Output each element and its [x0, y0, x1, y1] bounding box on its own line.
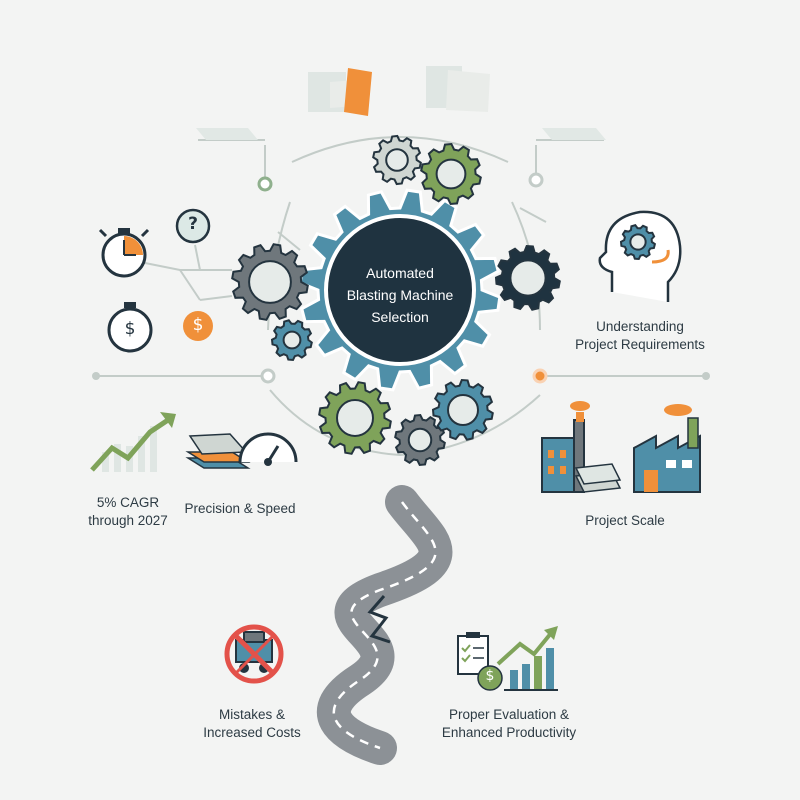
head-gear-icon — [598, 210, 682, 302]
label-project-requirements: Understanding Project Requirements — [575, 319, 705, 352]
gear-icon — [270, 319, 313, 362]
gear-icon — [231, 243, 309, 321]
label-mistakes: Mistakes & Increased Costs — [203, 707, 301, 740]
gauge-icon — [238, 432, 298, 466]
gear-icon — [394, 413, 446, 467]
checklist-icon — [457, 632, 503, 691]
steel-plate-icon — [185, 433, 251, 469]
gear-icon — [318, 381, 392, 455]
label-proper-evaluation: Proper Evaluation & Enhanced Productivit… — [441, 707, 577, 740]
question-mark: ? — [188, 214, 198, 234]
dollar-sign-green: $ — [485, 668, 495, 684]
gear-icon — [420, 142, 482, 206]
label-cagr: 5% CAGR through 2027 — [88, 495, 168, 528]
dollar-icon — [107, 302, 153, 353]
top-decoration — [308, 66, 490, 116]
winding-road-icon — [317, 485, 453, 765]
dollar-coin-icon — [183, 311, 213, 341]
center-hub — [324, 214, 476, 366]
stopwatch-icon — [98, 228, 150, 278]
gear-icon — [372, 134, 422, 186]
label-precision-speed: Precision & Speed — [184, 501, 296, 516]
growth-chart-icon — [90, 412, 176, 472]
question-icon — [175, 208, 211, 244]
dollar-sign: $ — [124, 319, 136, 339]
node-dots — [92, 172, 710, 384]
gear-icon — [431, 378, 494, 441]
productivity-chart-icon — [496, 626, 558, 691]
label-project-scale: Project Scale — [585, 513, 665, 528]
gear-icon — [494, 244, 561, 311]
factory-icon — [541, 401, 622, 493]
center-title: Automated Blasting Machine Selection — [346, 265, 454, 325]
decor-boxes — [196, 128, 606, 140]
factory-icon-large — [633, 404, 701, 493]
dollar-sign-orange: $ — [192, 315, 204, 335]
prohibited-machine-icon — [224, 624, 284, 684]
gear-icon — [619, 224, 657, 261]
